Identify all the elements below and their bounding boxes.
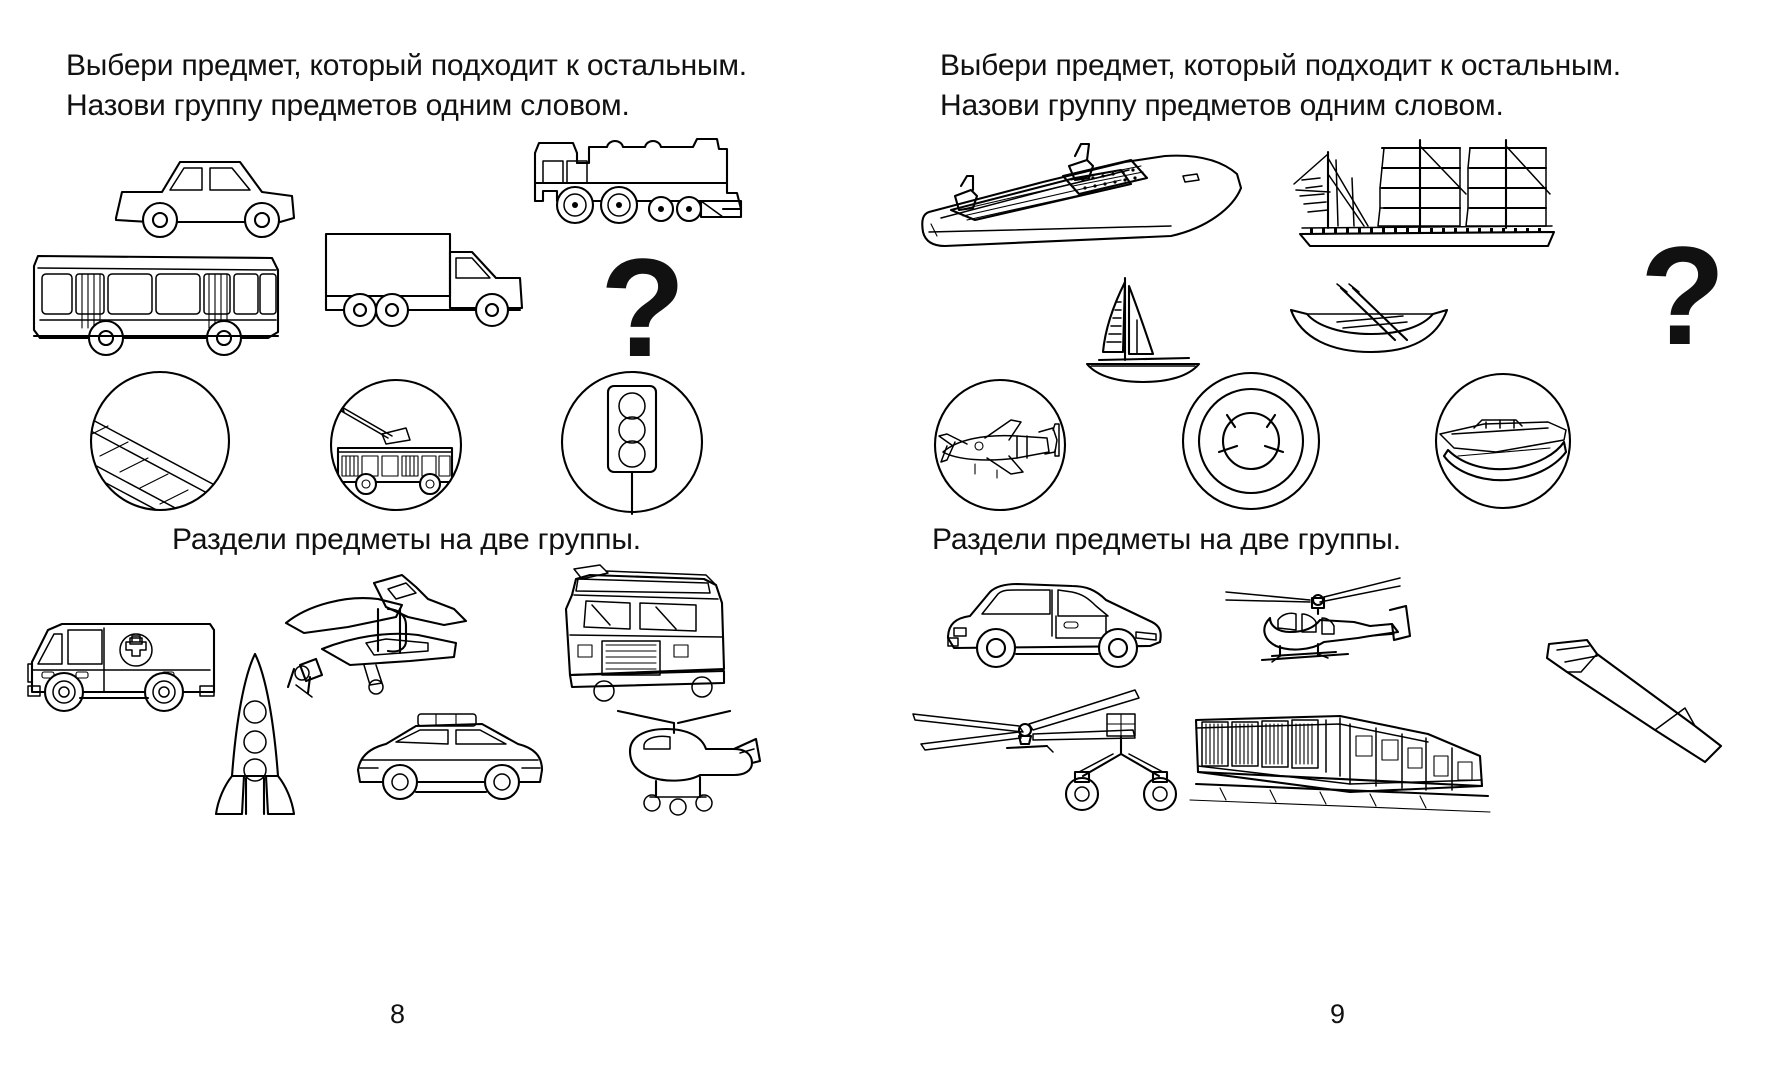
instruction-choose-matching-right: Выбери предмет, который подходит к остал… xyxy=(940,49,1621,122)
question-mark-left-top: ? xyxy=(600,229,686,386)
illustration-rowboat xyxy=(1285,282,1455,362)
illustration-fire-truck xyxy=(556,564,731,702)
illustration-railway-track-circle xyxy=(84,370,236,512)
illustration-helicopter xyxy=(1220,570,1420,680)
page-number-left: 8 xyxy=(390,999,406,1029)
illustration-helicopter-toy xyxy=(604,705,764,820)
illustration-cruise-liner xyxy=(915,140,1245,260)
illustration-truck xyxy=(320,228,530,338)
illustration-police-car xyxy=(352,712,548,807)
illustration-tall-sailing-ship xyxy=(1280,134,1570,254)
illustration-sailboat xyxy=(1077,272,1217,387)
illustration-rocket xyxy=(210,650,300,820)
illustration-life-ring-circle xyxy=(1177,370,1325,512)
illustration-ambulance-van xyxy=(14,608,232,718)
question-mark-right-top: ? xyxy=(1640,217,1726,374)
illustration-trolleybus-circle xyxy=(322,378,470,512)
illustration-car xyxy=(110,152,300,242)
illustration-airplane-circle xyxy=(927,378,1073,512)
instruction-split-two-groups-left: Раздели предметы на две группы. xyxy=(172,523,641,556)
instruction-split-two-groups-right: Раздели предметы на две группы. xyxy=(932,523,1401,556)
instruction-choose-matching-left: Выбери предмет, который подходит к остал… xyxy=(66,49,747,122)
page-number-right: 9 xyxy=(1330,999,1346,1029)
illustration-freight-train xyxy=(1189,700,1491,815)
illustration-airplane-wing xyxy=(1535,638,1735,768)
page-left: Выбери предмет, который подходит к остал… xyxy=(14,49,764,1029)
illustration-bus xyxy=(28,248,284,360)
illustration-traffic-light-circle xyxy=(558,368,706,516)
illustration-hatchback-car xyxy=(940,580,1165,675)
illustration-motorboat-circle xyxy=(1430,372,1576,510)
illustration-landing-gear xyxy=(1055,710,1190,815)
illustration-biplane xyxy=(278,565,478,700)
page-right: Выбери предмет, который подходит к остал… xyxy=(895,0,1790,1080)
illustration-steam-locomotive xyxy=(527,135,751,235)
